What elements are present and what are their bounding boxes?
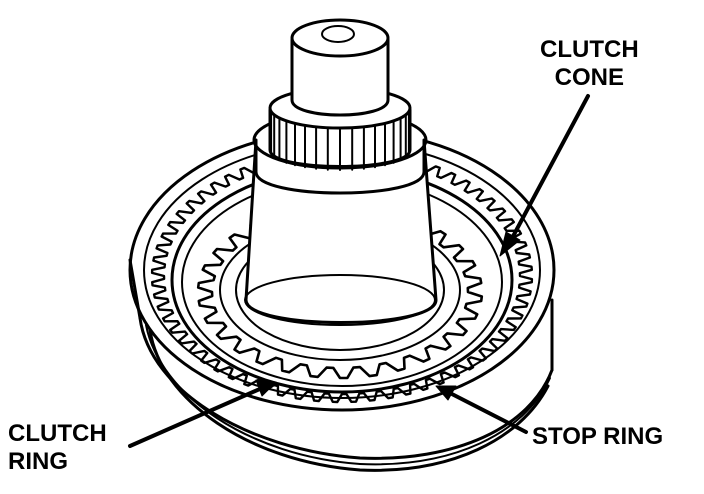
clutch-ring-label-line1: CLUTCH — [8, 420, 107, 447]
shaft-splines — [269, 107, 411, 171]
clutch-cone-label-line1: CLUTCH — [540, 36, 639, 63]
clutch-cone-leader — [508, 94, 590, 244]
clutch-cone-label-line2: CONE — [554, 64, 624, 91]
stop-ring-label-text: STOP RING — [532, 423, 664, 450]
stop-ring-arrowhead — [435, 385, 457, 401]
stop-ring-label: STOP RING — [532, 423, 663, 451]
callout-arrows — [128, 94, 590, 448]
clutch-ring-arrowhead — [255, 379, 277, 397]
stop-ring-teeth — [150, 148, 534, 404]
clutch-ring-label-line2: RING — [8, 448, 68, 475]
clutch-cone-label: CLUTCH CONE — [540, 36, 639, 92]
clutch-ring-label: CLUTCH RING — [8, 420, 107, 476]
gear-base — [128, 128, 556, 472]
shaft — [244, 18, 438, 326]
clutch-cone-arrowhead — [499, 231, 521, 257]
stop-ring-leader — [446, 390, 528, 434]
clutch-ring-leader — [128, 386, 264, 448]
